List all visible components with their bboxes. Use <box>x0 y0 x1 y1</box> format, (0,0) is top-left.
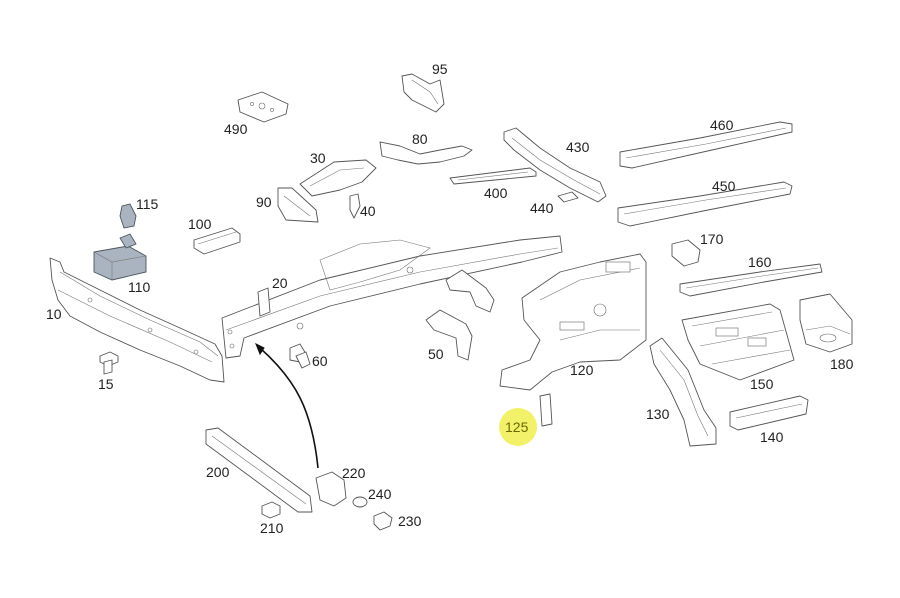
callout-400: 400 <box>484 185 508 201</box>
part-90[interactable] <box>277 187 319 223</box>
part-80[interactable] <box>379 141 473 165</box>
part-50[interactable] <box>425 309 473 361</box>
part-450[interactable] <box>617 181 793 227</box>
callout-40: 40 <box>360 203 376 219</box>
callout-30: 30 <box>310 150 326 166</box>
callout-125: 125 <box>505 419 529 435</box>
part-240[interactable] <box>352 496 368 508</box>
part-95[interactable] <box>401 73 445 113</box>
callout-490: 490 <box>224 121 248 137</box>
callout-160: 160 <box>748 254 772 270</box>
callout-210: 210 <box>260 520 284 536</box>
part-10[interactable] <box>49 257 225 383</box>
part-140[interactable] <box>729 395 809 431</box>
callout-110: 110 <box>128 279 151 295</box>
callout-60: 60 <box>312 353 328 369</box>
callout-50: 50 <box>428 346 444 362</box>
callout-115: 115 <box>136 196 159 212</box>
callout-460: 460 <box>710 117 734 133</box>
part-210[interactable] <box>261 501 281 519</box>
part-60[interactable] <box>289 343 311 369</box>
callout-120: 120 <box>570 362 594 378</box>
callout-230: 230 <box>398 513 422 529</box>
callout-150: 150 <box>750 376 774 392</box>
part-200[interactable] <box>205 427 313 513</box>
part-30[interactable] <box>299 159 377 197</box>
callout-90: 90 <box>256 194 272 210</box>
part-440[interactable] <box>557 191 579 203</box>
part-160[interactable] <box>679 263 823 297</box>
part-230[interactable] <box>373 511 393 531</box>
callout-430: 430 <box>566 139 590 155</box>
callout-80: 80 <box>412 131 428 147</box>
highlight-marker-125 <box>499 408 537 446</box>
callout-180: 180 <box>830 356 854 372</box>
callout-440: 440 <box>530 200 554 216</box>
part-460[interactable] <box>619 121 793 169</box>
callout-240: 240 <box>368 486 392 502</box>
part-430[interactable] <box>503 127 607 203</box>
part-20[interactable] <box>221 235 563 359</box>
part-110[interactable] <box>93 233 147 281</box>
part-120[interactable] <box>499 253 647 391</box>
part-130[interactable] <box>649 337 717 447</box>
part-180[interactable] <box>799 293 853 353</box>
part-bracket-unlabelled[interactable] <box>445 269 495 313</box>
part-40[interactable] <box>349 193 361 219</box>
part-170[interactable] <box>671 239 701 267</box>
callout-100: 100 <box>188 216 212 232</box>
callout-170: 170 <box>700 231 724 247</box>
part-125[interactable] <box>539 393 553 427</box>
part-150[interactable] <box>681 303 795 381</box>
callout-10: 10 <box>46 306 62 322</box>
part-115[interactable] <box>119 203 137 229</box>
callout-220: 220 <box>342 465 366 481</box>
callout-450: 450 <box>712 178 736 194</box>
part-15[interactable] <box>99 351 119 375</box>
part-220[interactable] <box>315 471 347 507</box>
part-400[interactable] <box>449 167 537 185</box>
callout-20: 20 <box>272 275 288 291</box>
part-100[interactable] <box>193 227 241 255</box>
callout-130: 130 <box>646 406 670 422</box>
assembly-arrow <box>255 342 319 469</box>
callout-15: 15 <box>98 376 114 392</box>
part-490[interactable] <box>237 91 289 123</box>
callout-200: 200 <box>206 464 230 480</box>
callout-95: 95 <box>432 61 448 77</box>
callout-140: 140 <box>760 429 784 445</box>
